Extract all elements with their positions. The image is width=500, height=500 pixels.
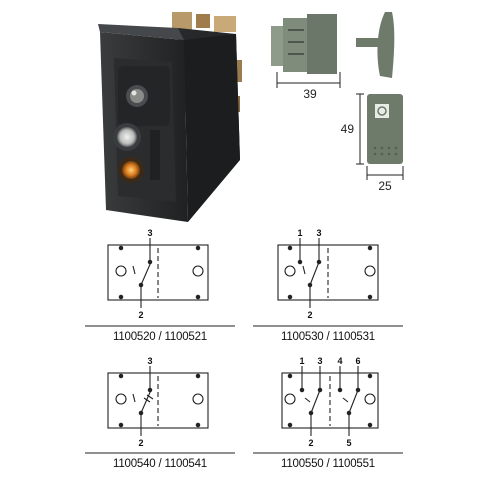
diagram-3-pin-bottom-1: 2 <box>138 438 143 448</box>
diagram-2-pin-bottom-1: 2 <box>307 310 312 320</box>
diagram-4-pin-top-3: 4 <box>337 356 342 366</box>
diagram-4-pin-top-4: 6 <box>355 356 360 366</box>
diagram-4-pin-top-1: 1 <box>299 356 304 366</box>
width-dimension-label: 39 <box>303 87 317 101</box>
part-number-label-2: 1100530 / 1100531 <box>280 331 376 343</box>
wiring-diagram-4 <box>281 366 379 436</box>
rocker-switch-photo <box>98 24 240 222</box>
rocker-profile <box>356 12 395 78</box>
diagram-4-pin-bottom-1: 2 <box>308 438 313 448</box>
rocker-front-view <box>356 93 404 180</box>
diagram-4-pin-bottom-2: 5 <box>346 438 351 448</box>
diagram-2-pin-top-1: 1 <box>297 228 302 238</box>
part-number-label-3: 1100540 / 1100541 <box>112 458 208 470</box>
side-view-switch <box>271 14 341 88</box>
diagram-1-pin-bottom-1: 2 <box>138 310 143 320</box>
diagram-2-pin-top-2: 3 <box>316 228 321 238</box>
wiring-diagram-1 <box>107 238 209 308</box>
diagram-3-pin-top-1: 3 <box>147 356 152 366</box>
height-dimension-label: 49 <box>341 122 355 136</box>
button-width-dimension-label: 25 <box>378 179 392 193</box>
part-number-label-4: 1100550 / 1100551 <box>280 458 376 470</box>
part-number-label-1: 1100520 / 1100521 <box>112 331 208 343</box>
diagram-1-pin-top-1: 3 <box>147 228 152 238</box>
wiring-diagram-2 <box>277 238 379 308</box>
diagram-4-pin-top-2: 3 <box>317 356 322 366</box>
wiring-diagram-3 <box>107 366 209 436</box>
